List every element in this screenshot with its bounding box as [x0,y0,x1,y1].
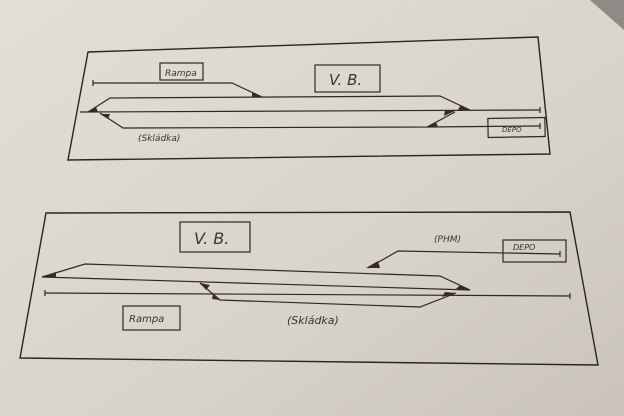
track-diagram-top: Rampa V. B. DEPO (Skládka) [67,36,551,161]
rampa-box [122,305,181,331]
lower-loop-track [199,282,457,308]
station-box [179,221,251,253]
rampa-box [159,62,204,81]
turnout-marker [366,261,380,268]
long-track [44,292,571,297]
depo-label: DEPO [513,243,535,252]
turnout-marker [88,107,98,112]
station-label: V. B. [329,71,362,89]
turnout-marker [442,292,456,297]
track-diagram-bottom: V. B. (PHM) DEPO Rampa (Skládka) [19,211,599,366]
rampa-label: Rampa [129,314,164,325]
skladka-label: (Skládka) [138,134,180,144]
upper-loop-track [87,95,471,113]
rampa-label: Rampa [165,69,197,79]
skladka-label: (Skládka) [287,314,339,327]
turnout-marker [212,294,220,300]
turnout-marker [200,283,210,290]
station-box [314,64,381,93]
background-corner [590,0,624,30]
lower-loop-track [99,111,456,129]
turnout-marker [42,272,56,278]
upper-loop-track [41,263,471,291]
main-track [41,276,471,291]
depo-label: DEPO [502,126,522,134]
turnout-marker [427,122,438,127]
depo-track [426,125,541,128]
turnout-marker [458,106,470,110]
phm-label: (PHM) [434,235,461,245]
turnout-marker [252,92,262,97]
diagram-frame [19,211,599,366]
diagram-frame [67,36,551,161]
station-label: V. B. [194,229,229,248]
turnout-marker [456,285,470,290]
turnout-marker [100,114,110,119]
depo-box [502,239,567,263]
depo-box [487,116,546,139]
turnout-marker [444,110,455,116]
main-track [79,109,541,113]
